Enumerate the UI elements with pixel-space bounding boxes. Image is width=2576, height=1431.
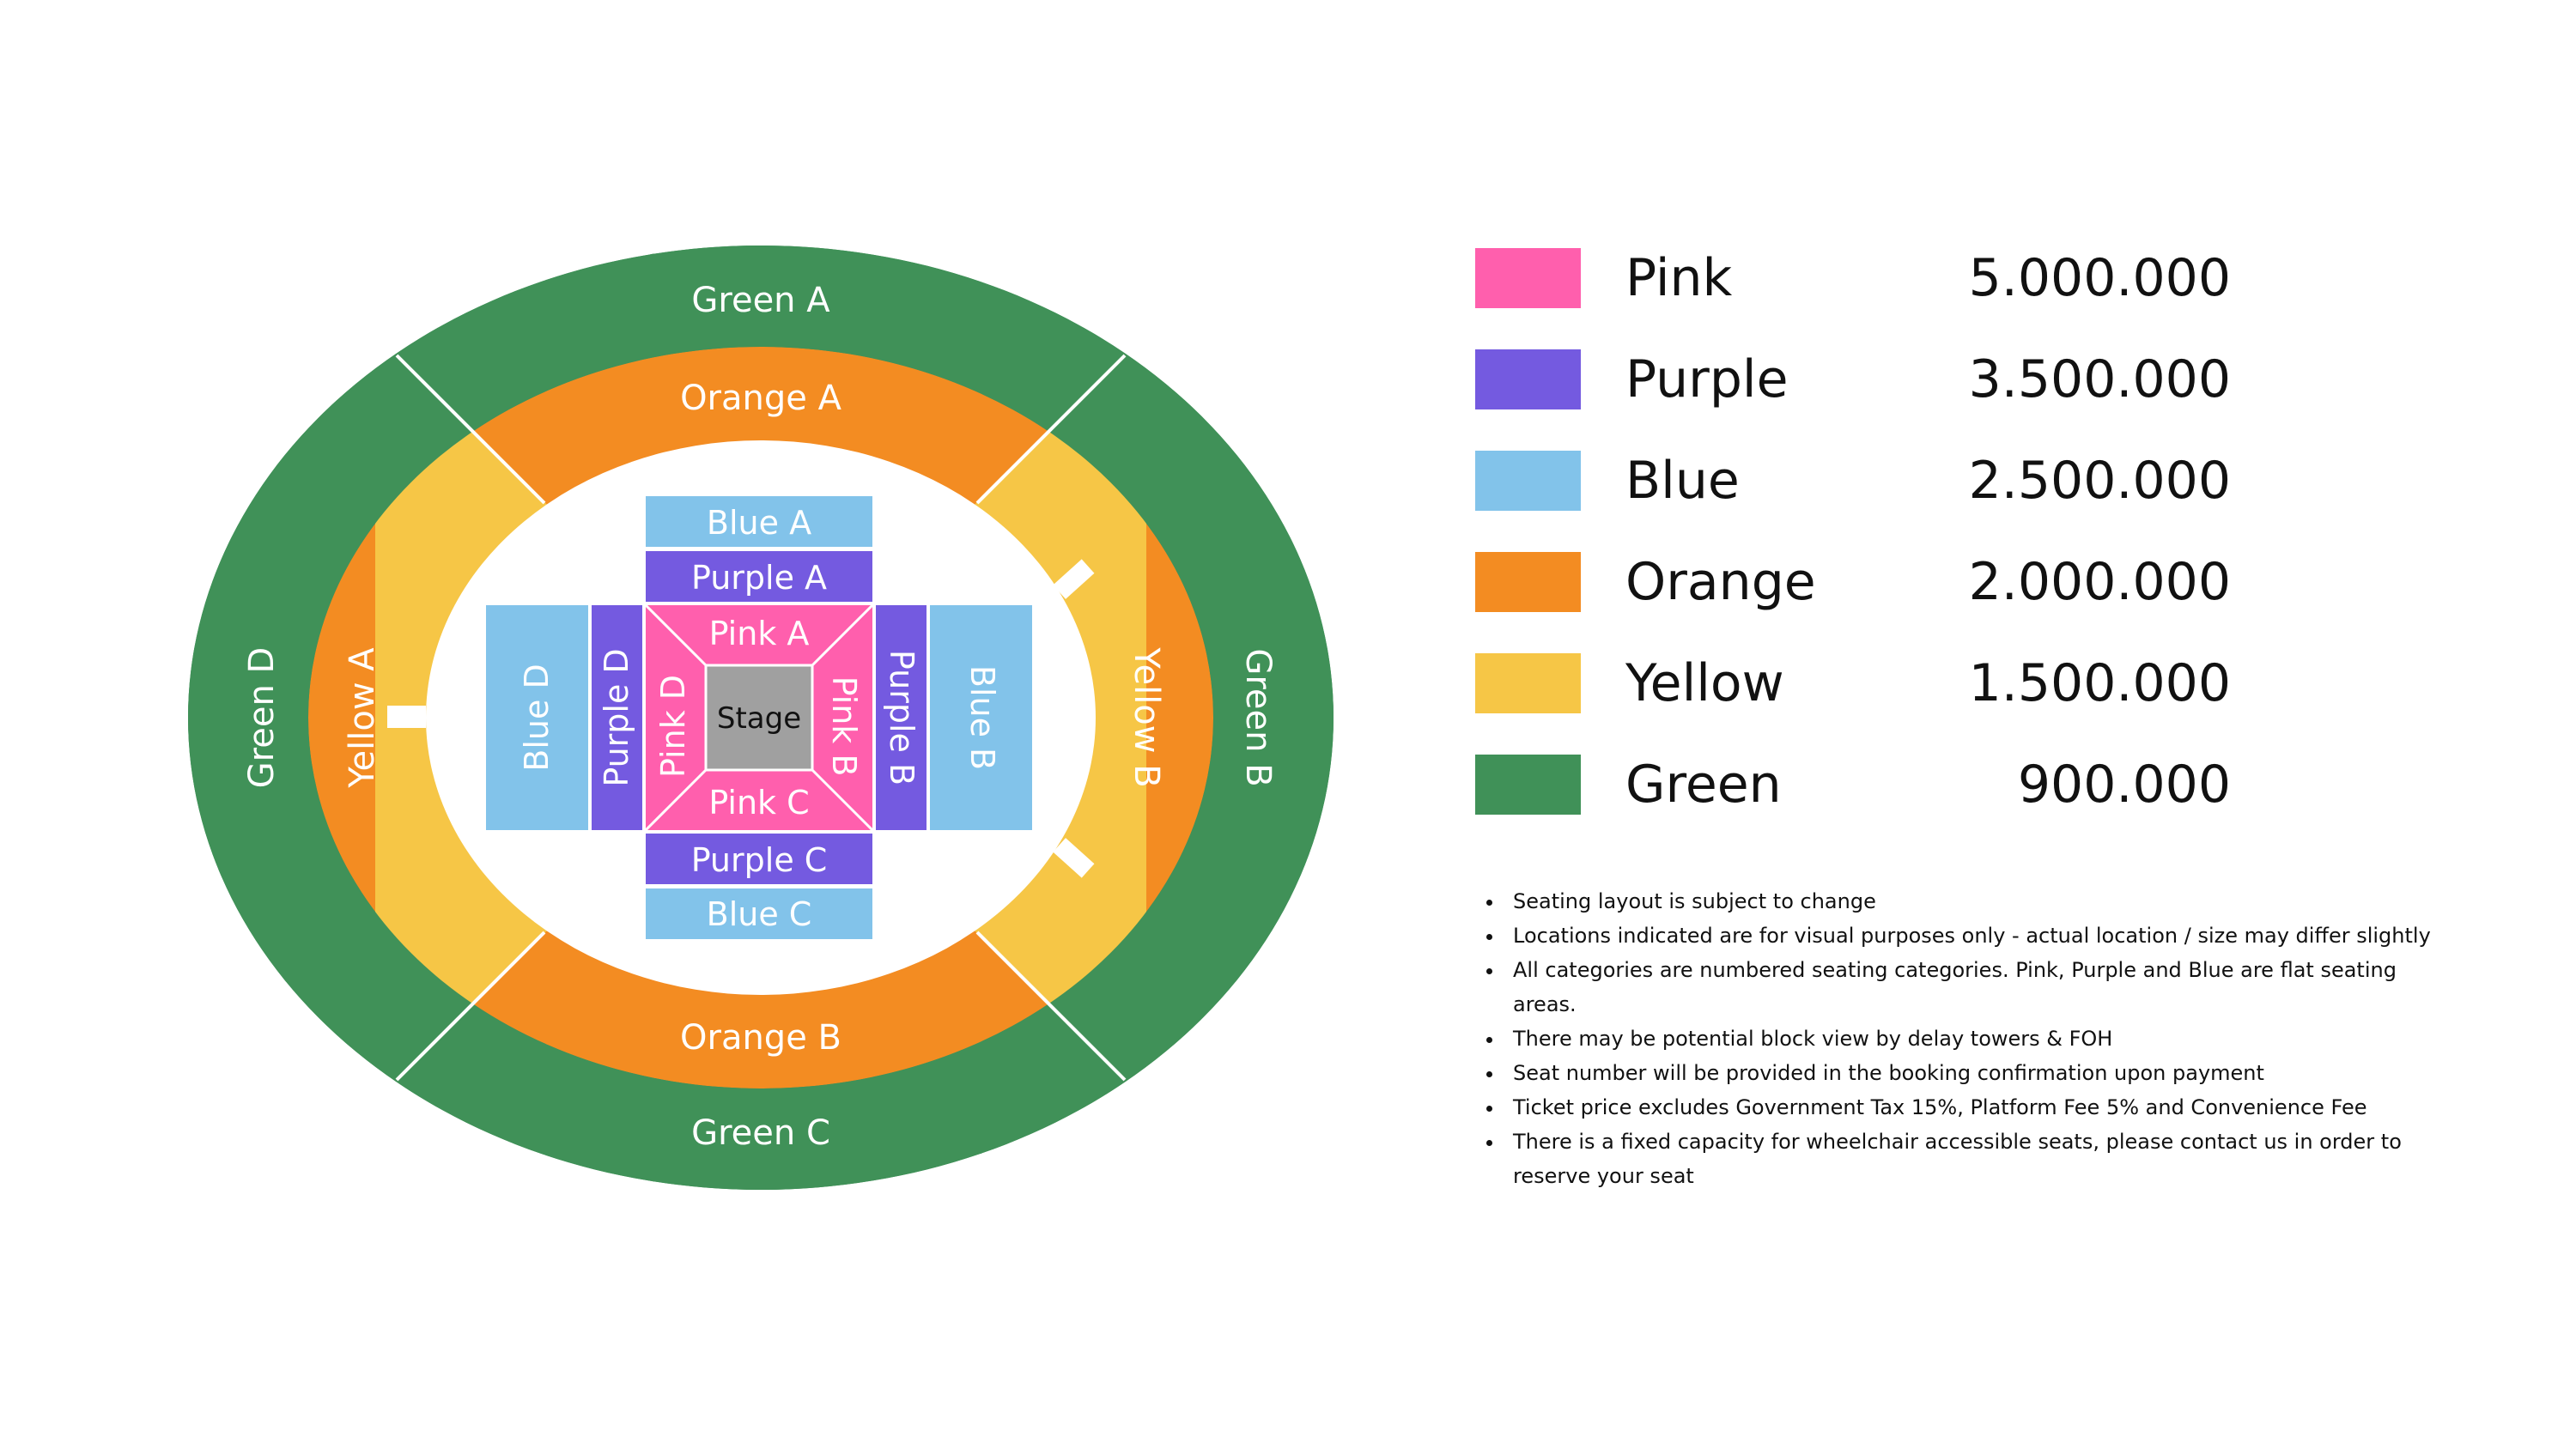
note-item: Ticket price excludes Government Tax 15%… xyxy=(1504,1090,2466,1125)
note-item: There may be potential block view by del… xyxy=(1504,1022,2466,1056)
legend-price: 5.000.000 xyxy=(1968,248,2231,308)
notes-list: Seating layout is subject to change Loca… xyxy=(1468,884,2466,1193)
label-blue-c: Blue C xyxy=(707,895,812,933)
stage-block xyxy=(704,664,814,772)
label-green-a: Green A xyxy=(691,281,830,320)
legend-category-name: Yellow xyxy=(1625,653,1784,713)
section-purple-d[interactable] xyxy=(592,605,642,830)
section-blue-d[interactable] xyxy=(486,605,588,830)
legend-price: 2.500.000 xyxy=(1968,451,2231,511)
label-yellow-b: Yellow B xyxy=(1127,646,1166,787)
section-blue-a[interactable] xyxy=(646,496,872,547)
legend-swatch xyxy=(1475,451,1581,511)
label-green-d: Green D xyxy=(242,647,282,789)
legend-category-name: Purple xyxy=(1625,349,1789,409)
legend-price: 3.500.000 xyxy=(1968,349,2231,409)
note-item: All categories are numbered seating cate… xyxy=(1504,953,2466,1022)
legend-swatch xyxy=(1475,755,1581,815)
note-item: Locations indicated are for visual purpo… xyxy=(1504,919,2466,953)
section-purple-c[interactable] xyxy=(646,834,872,884)
legend-swatch xyxy=(1475,653,1581,713)
label-purple-b: Purple B xyxy=(883,650,920,785)
label-orange-a: Orange A xyxy=(680,379,842,418)
legend-category-name: Green xyxy=(1625,755,1782,815)
access-notch-left xyxy=(387,706,426,728)
legend-swatch xyxy=(1475,248,1581,308)
access-notch-right-bottom xyxy=(1053,838,1095,878)
section-purple-b[interactable] xyxy=(876,605,927,830)
legend-row-blue: Blue 2.500.000 xyxy=(1475,447,2231,549)
legend-row-green: Green 900.000 xyxy=(1475,751,2231,852)
legend-swatch xyxy=(1475,552,1581,612)
label-pink-b: Pink B xyxy=(825,676,863,777)
label-purple-c: Purple C xyxy=(691,841,828,879)
legend-price: 1.500.000 xyxy=(1968,653,2231,713)
label-green-b: Green B xyxy=(1238,648,1278,786)
legend-category-name: Blue xyxy=(1625,451,1740,511)
legend-category-name: Orange xyxy=(1625,552,1816,612)
legend-category-name: Pink xyxy=(1625,248,1733,308)
legend-swatch xyxy=(1475,349,1581,409)
section-purple-a[interactable] xyxy=(646,551,872,602)
label-orange-b: Orange B xyxy=(680,1018,841,1058)
legend-price: 2.000.000 xyxy=(1968,552,2231,612)
note-item: Seating layout is subject to change xyxy=(1504,884,2466,919)
note-item: There is a fixed capacity for wheelchair… xyxy=(1504,1125,2466,1193)
seating-map: Green A Green C Green D Green B Orange A… xyxy=(188,246,1334,1190)
legend-row-orange: Orange 2.000.000 xyxy=(1475,549,2231,650)
label-blue-d: Blue D xyxy=(518,664,556,771)
label-purple-d: Purple D xyxy=(598,648,635,786)
label-green-c: Green C xyxy=(691,1113,830,1153)
section-dividers xyxy=(395,354,1127,1082)
legend-price: 900.000 xyxy=(2017,755,2231,815)
label-pink-c: Pink C xyxy=(708,784,809,822)
label-purple-a: Purple A xyxy=(691,559,827,597)
label-blue-a: Blue A xyxy=(707,504,811,542)
label-blue-b: Blue B xyxy=(963,665,1001,770)
label-yellow-a: Yellow A xyxy=(343,647,382,789)
legend-row-yellow: Yellow 1.500.000 xyxy=(1475,650,2231,751)
price-legend: Pink 5.000.000 Purple 3.500.000 Blue 2.5… xyxy=(1475,245,2231,852)
legend-row-purple: Purple 3.500.000 xyxy=(1475,346,2231,447)
pink-dividers xyxy=(644,603,874,832)
note-item: Seat number will be provided in the book… xyxy=(1504,1056,2466,1090)
label-stage: Stage xyxy=(717,701,801,736)
legend-row-pink: Pink 5.000.000 xyxy=(1475,245,2231,346)
label-pink-d: Pink D xyxy=(654,675,692,778)
label-pink-a: Pink A xyxy=(709,615,810,652)
access-notch-right-top xyxy=(1053,559,1095,599)
section-blue-c[interactable] xyxy=(646,888,872,939)
section-blue-b[interactable] xyxy=(930,605,1032,830)
